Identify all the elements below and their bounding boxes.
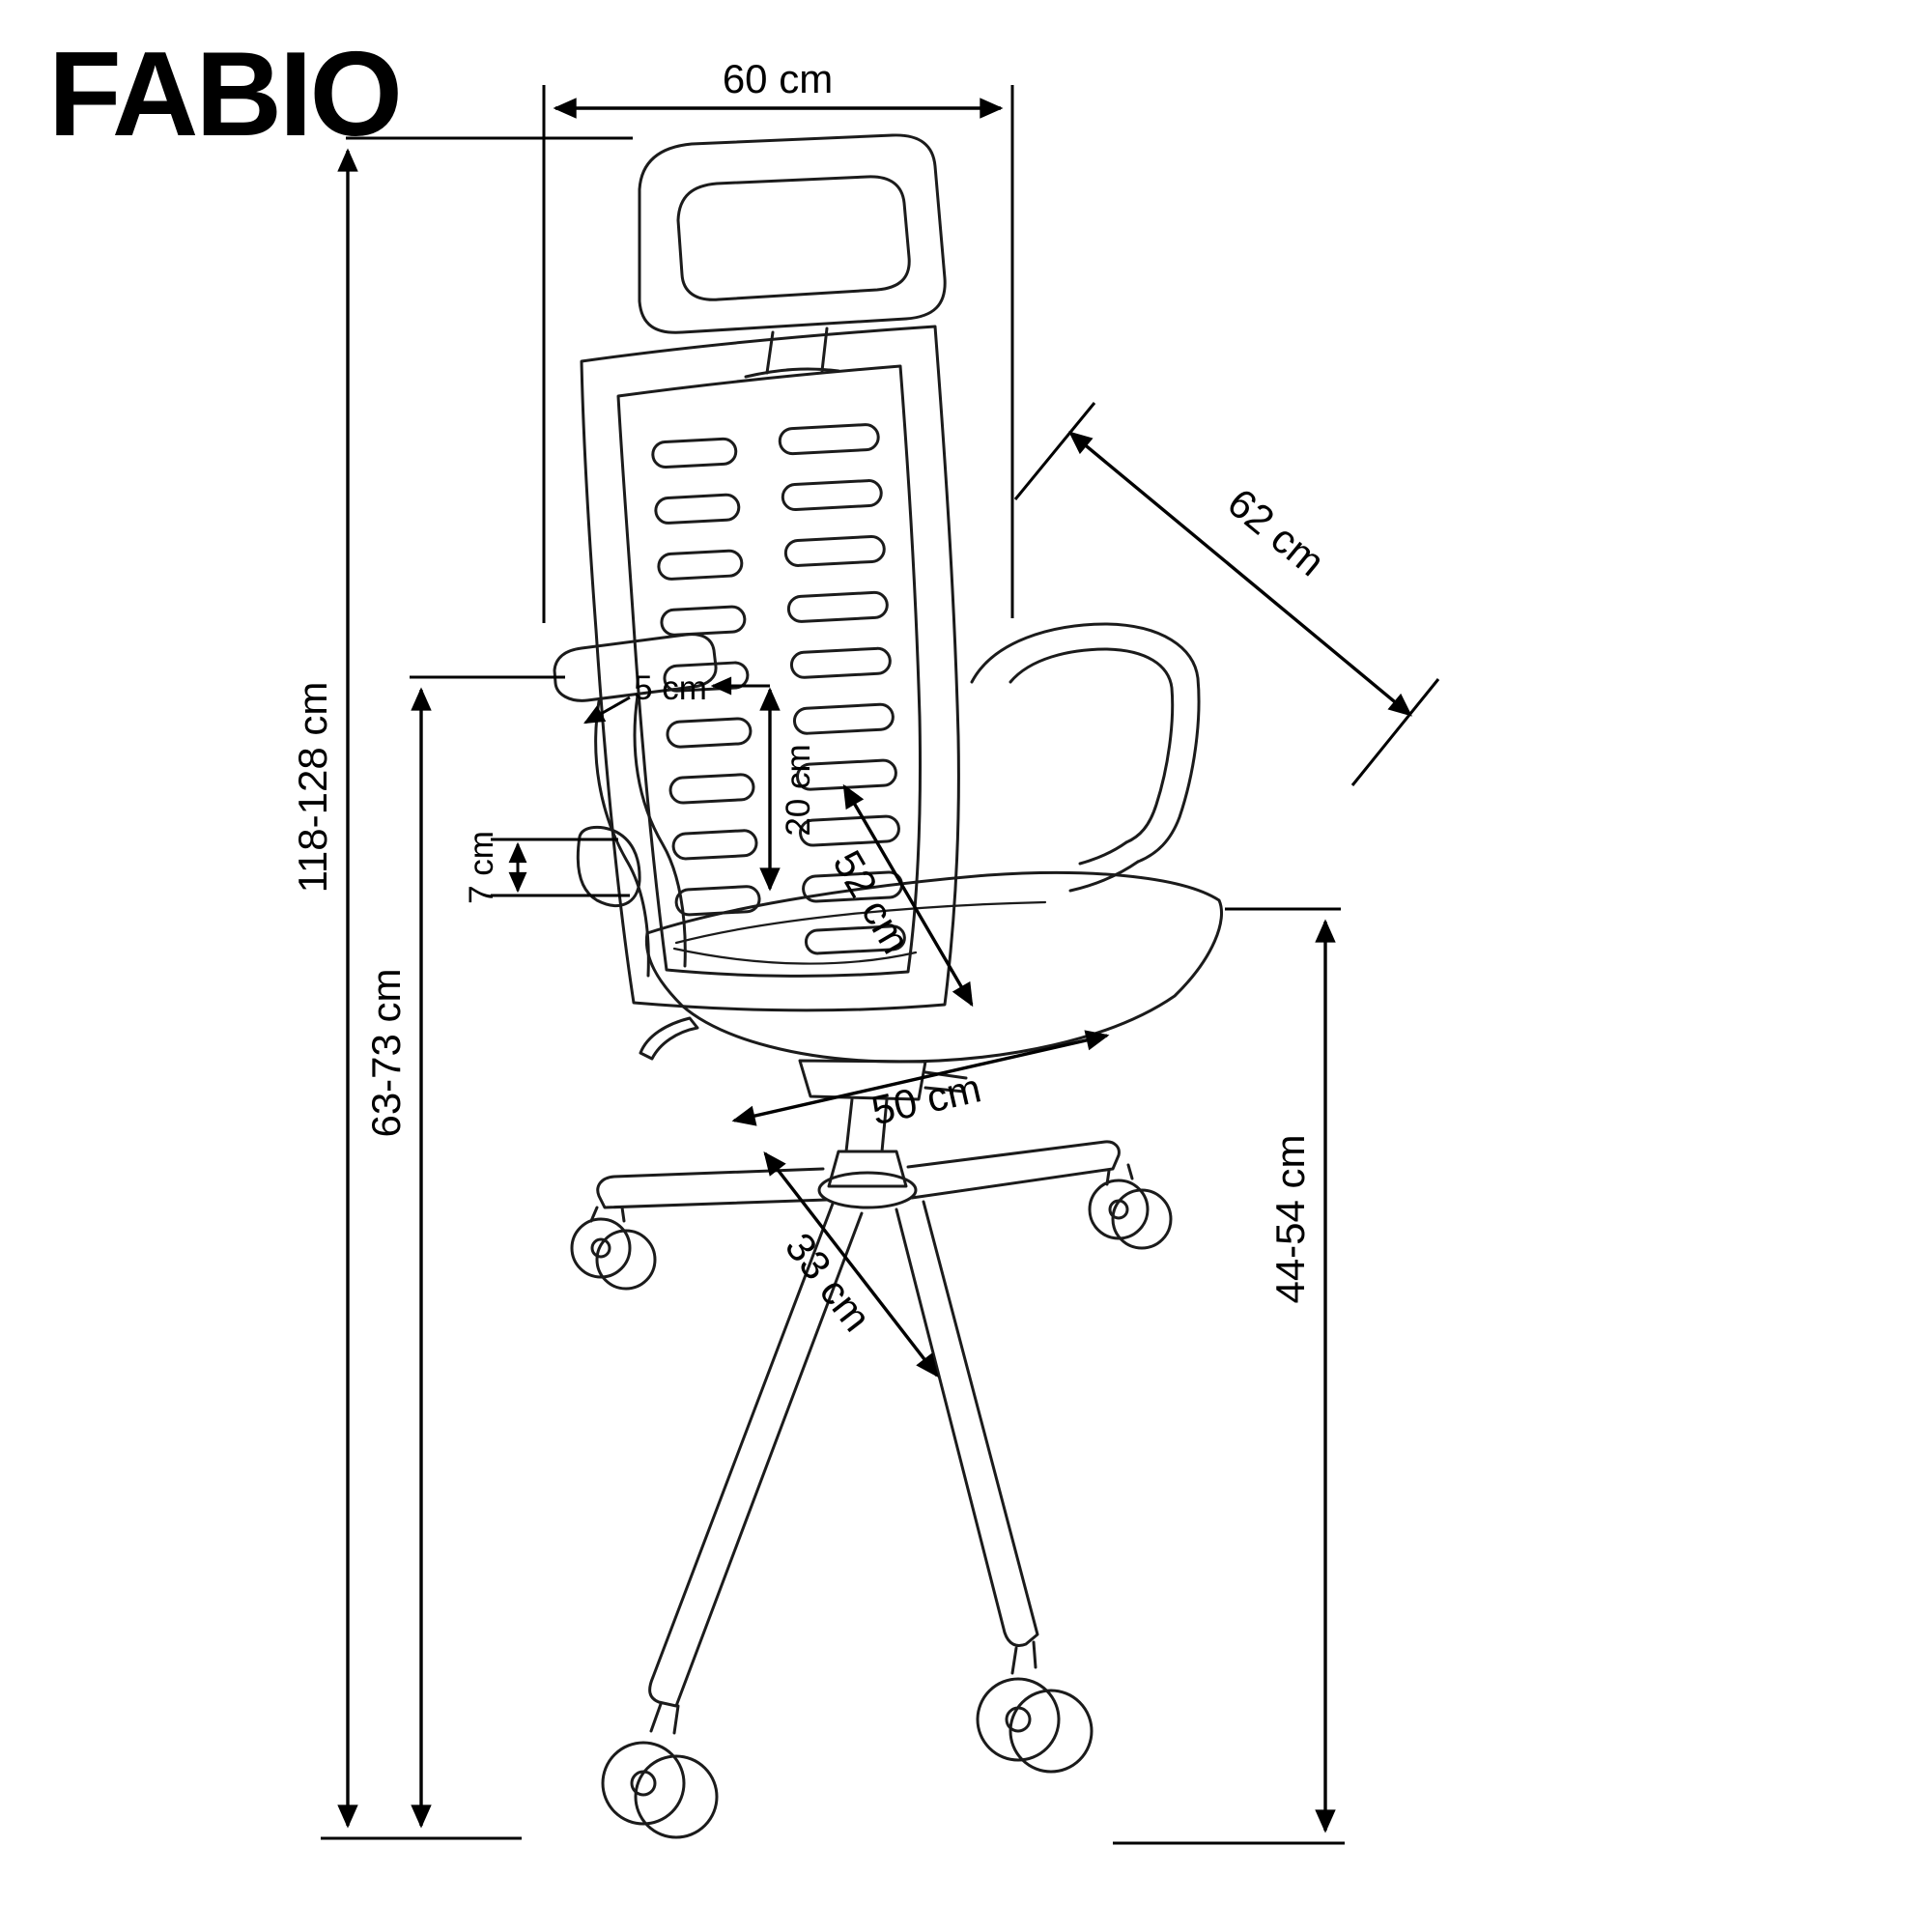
dim-backrest-diagonal: 62 cm — [1013, 402, 1440, 786]
dim-armrest-pad: 7 cm — [463, 831, 630, 904]
label-armrest-height: 63-73 cm — [363, 968, 409, 1137]
seat — [639, 870, 1224, 1064]
label-total-height: 118-128 cm — [290, 682, 335, 894]
label-seat-height: 44-54 cm — [1267, 1134, 1313, 1303]
label-seat-depth: 52 cm — [824, 842, 919, 960]
dim-armrest-height: 63-73 cm — [363, 675, 565, 1829]
label-armrest-pad-thickness: 7 cm — [463, 831, 500, 904]
caster-back-right — [1088, 1163, 1173, 1250]
label-seat-width: 50 cm — [867, 1065, 985, 1133]
left-armrest — [553, 633, 718, 978]
caster-back-left — [570, 1206, 657, 1291]
caster-front-left — [601, 1702, 719, 1839]
label-width-60cm: 60 cm — [723, 56, 833, 101]
dim-backrest-depth: 20 cm — [759, 687, 817, 892]
label-backrest-depth: 20 cm — [780, 744, 817, 836]
headrest — [638, 133, 947, 379]
base-legs — [596, 1140, 1121, 1708]
dim-total-height: 118-128 cm — [290, 136, 633, 1840]
dim-width-top: 60 cm — [542, 56, 1014, 623]
dim-seat-height: 44-54 cm — [1113, 907, 1345, 1845]
product-title: FABIO — [48, 28, 403, 161]
dim-armrest-inset: 5 cm — [583, 669, 770, 724]
right-armrest — [970, 622, 1201, 893]
caster-front-right — [976, 1640, 1094, 1774]
chair-illustration — [553, 133, 1224, 1839]
label-armrest-inset: 5 cm — [634, 669, 707, 707]
